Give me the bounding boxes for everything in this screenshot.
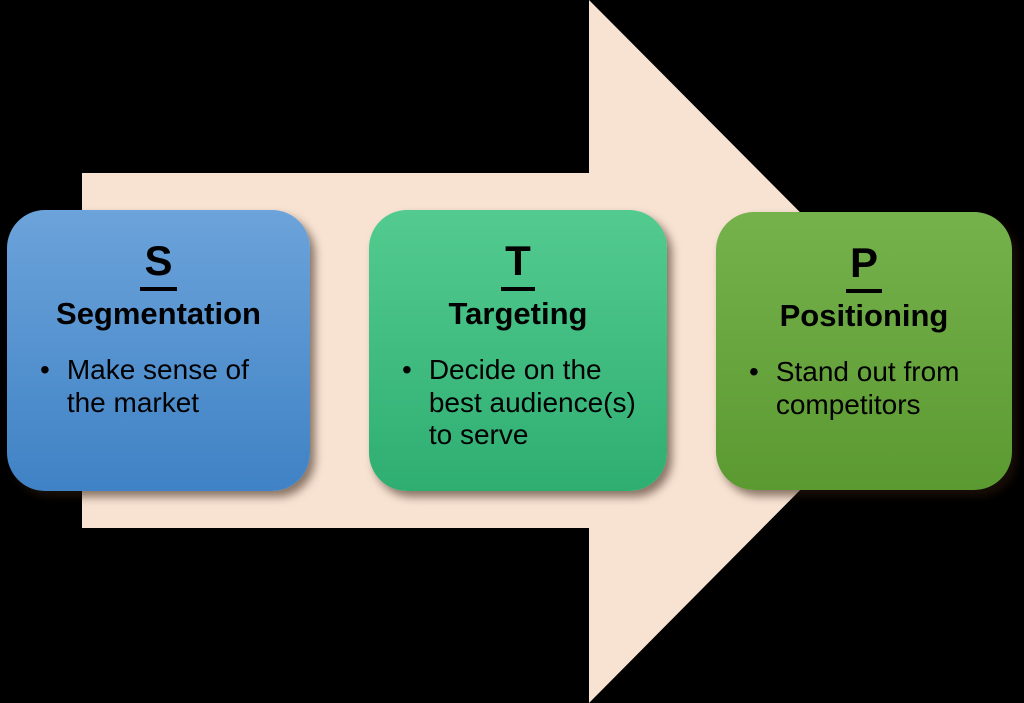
bullet-line: best audience(s)	[428, 386, 636, 418]
bullet-line: Make sense of	[66, 354, 249, 386]
targeting-letter-text: T	[501, 237, 535, 292]
positioning-bullet-text: Stand out from competitors	[776, 356, 960, 420]
bullet-line: the market	[66, 386, 200, 418]
segmentation-bullet-text: Make sense of the market	[67, 354, 249, 418]
targeting-letter: T	[369, 237, 667, 292]
positioning-bullet: • Stand out from competitors	[716, 356, 1012, 420]
bullet-dot: •	[40, 354, 50, 386]
segmentation-letter: S	[7, 237, 310, 292]
targeting-bullet-text: Decide on the best audience(s) to serve	[429, 354, 636, 451]
segmentation-bullet: • Make sense of the market	[7, 354, 310, 418]
targeting-title: Targeting	[448, 296, 588, 332]
bullet-line: Decide on the	[428, 354, 602, 386]
stp-box-positioning: P Positioning • Stand out from competito…	[716, 212, 1012, 490]
bullet-dot: •	[402, 354, 412, 386]
positioning-letter: P	[716, 239, 1012, 294]
stp-box-segmentation: S Segmentation • Make sense of the marke…	[7, 210, 310, 491]
stp-box-targeting: T Targeting • Decide on the best audienc…	[369, 210, 667, 491]
bullet-line: competitors	[775, 388, 921, 420]
positioning-title: Positioning	[779, 298, 949, 334]
positioning-letter-text: P	[845, 239, 882, 294]
bullet-dot: •	[749, 356, 759, 388]
segmentation-title: Segmentation	[56, 296, 261, 332]
segmentation-letter-text: S	[140, 237, 177, 292]
bullet-line: to serve	[428, 418, 529, 450]
bullet-line: Stand out from	[775, 356, 960, 388]
targeting-bullet: • Decide on the best audience(s) to serv…	[369, 354, 667, 451]
